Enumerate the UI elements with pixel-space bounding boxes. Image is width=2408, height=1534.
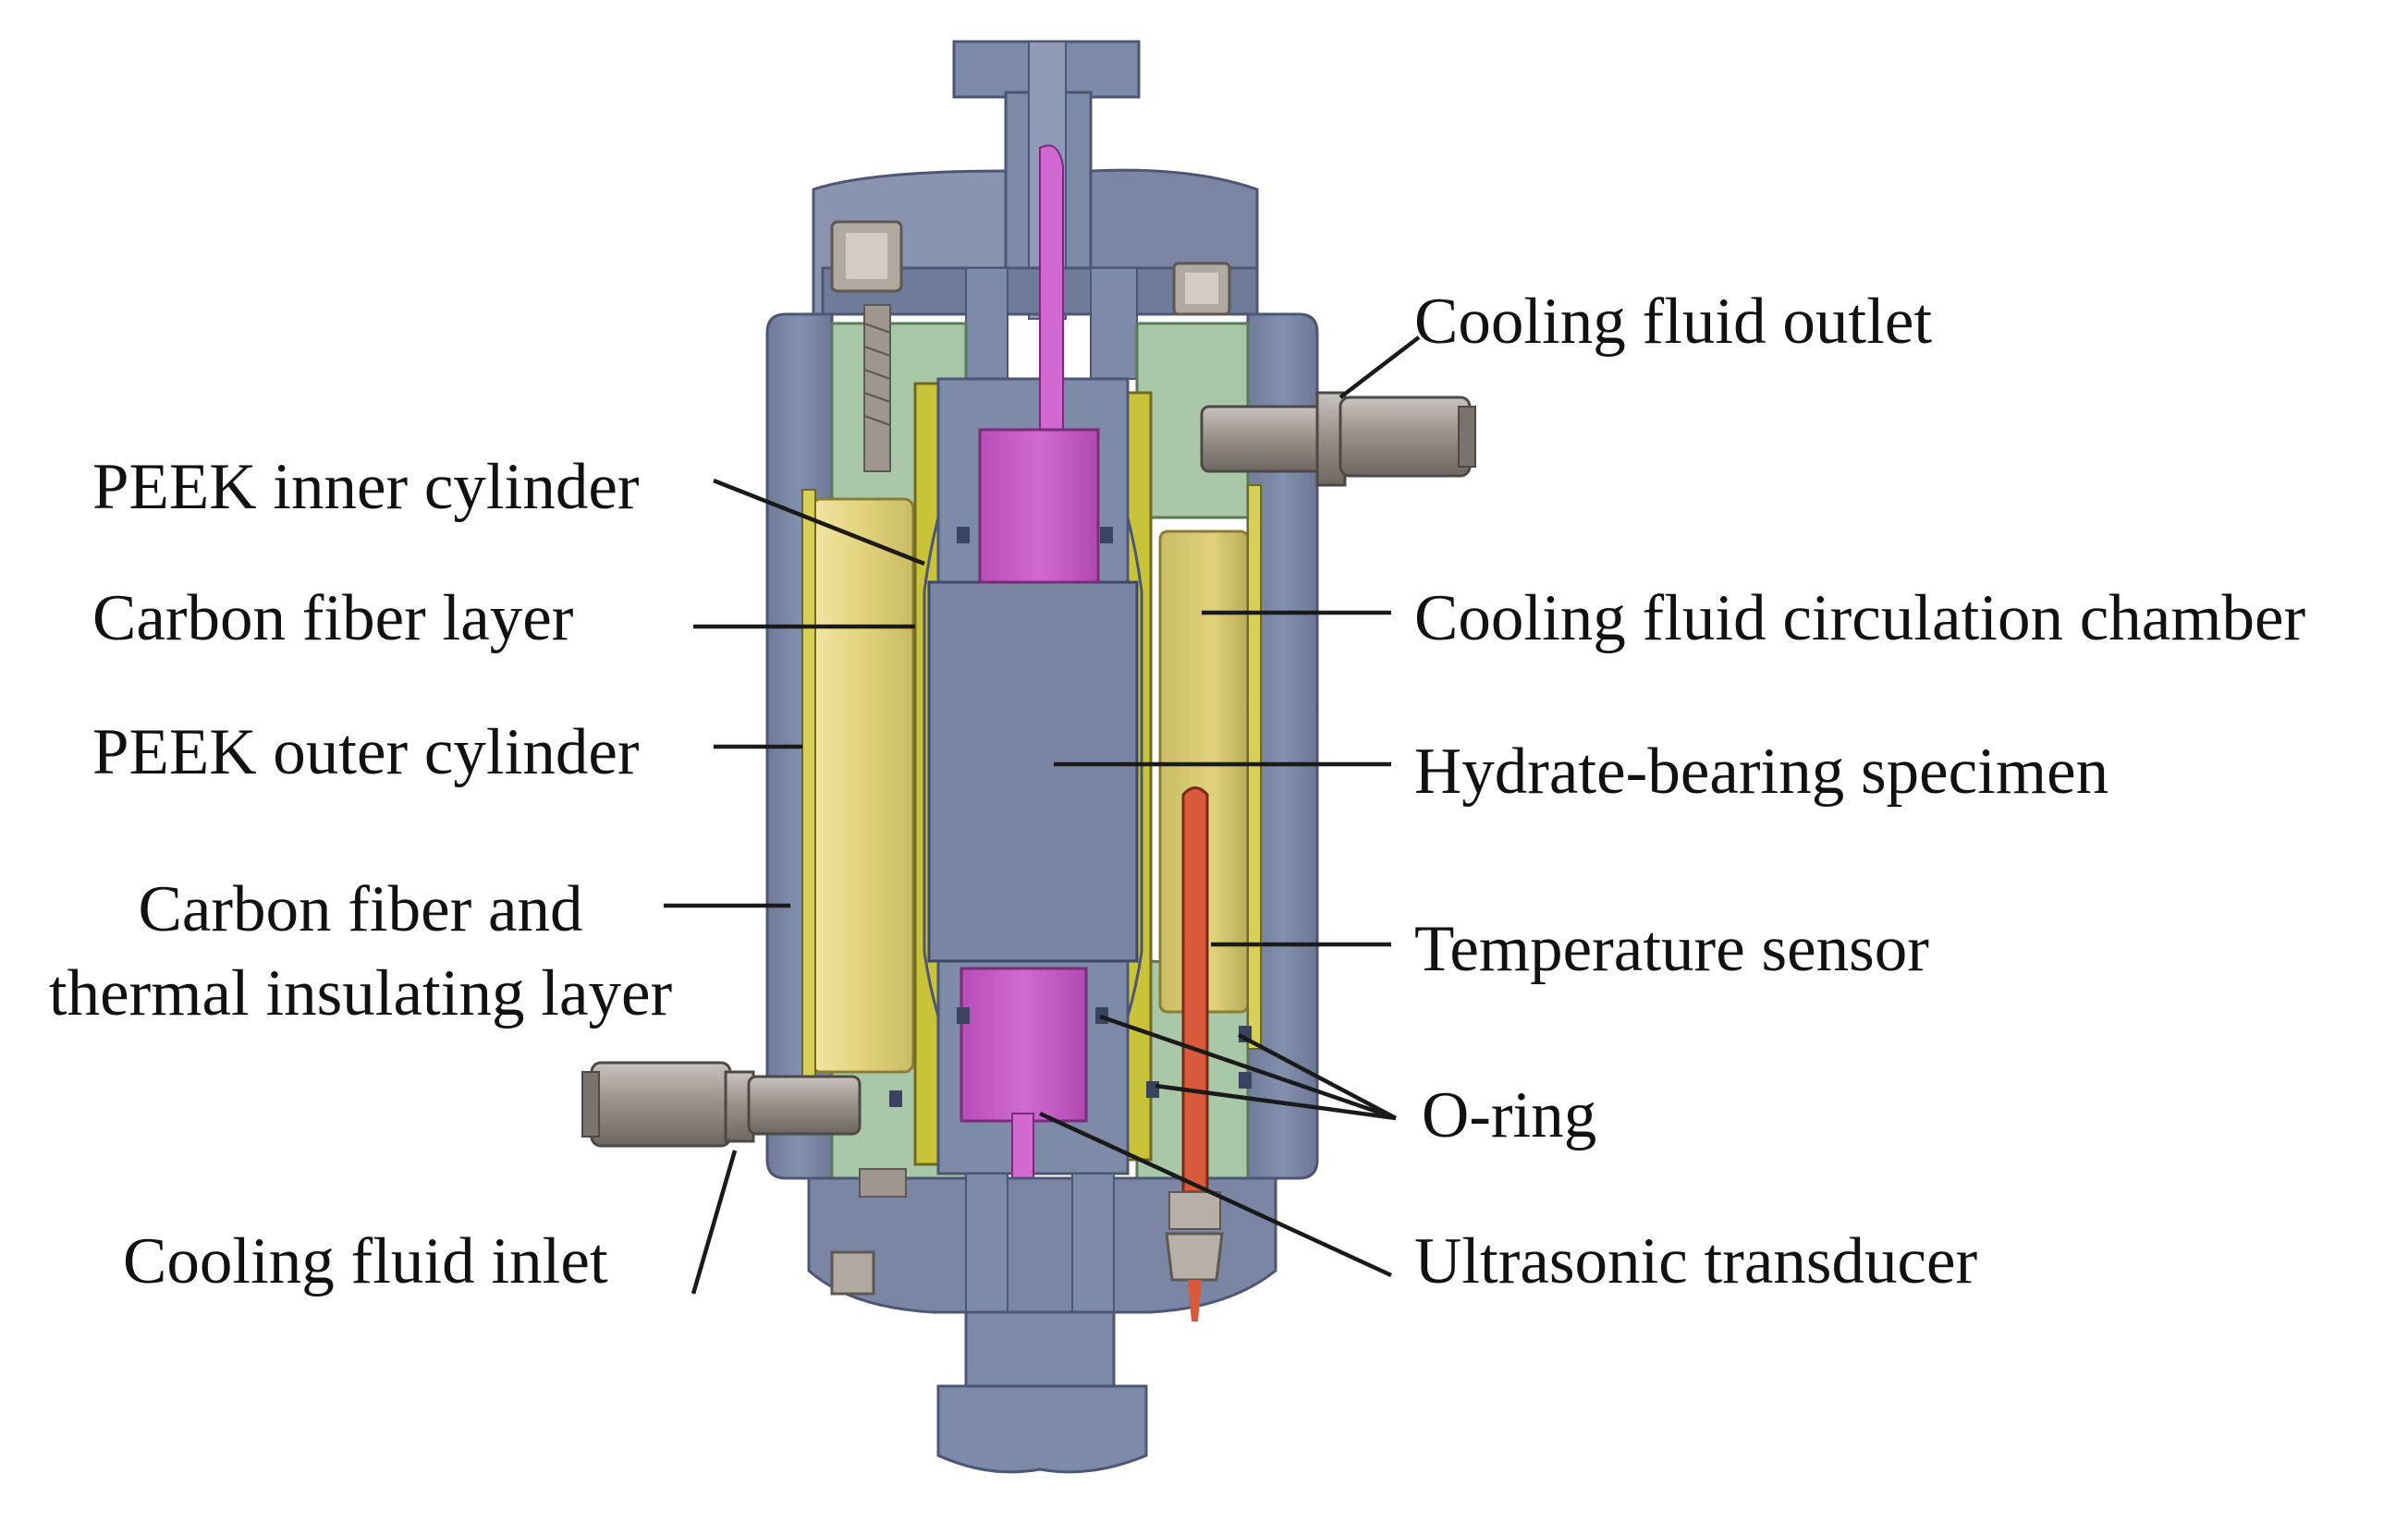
peek-outer-cylinder: [801, 484, 1262, 1082]
label-hydrate-bearing-specimen: Hydrate-bearing specimen: [1414, 736, 2109, 808]
label-cooling-fluid-circulation-chamber: Cooling fluid circulation chamber: [1414, 582, 2306, 654]
leader-lines: [664, 335, 1421, 1295]
bolt-head-bottom-nut: [859, 1168, 907, 1198]
hydrate-specimen: [927, 580, 1139, 963]
bottom-flange: [807, 1173, 1277, 1322]
leader-ultrasonic-transducer: [1039, 1111, 1392, 1278]
label-temperature-sensor: Temperature sensor: [1414, 913, 1929, 985]
leader-cooling-inlet: [691, 1150, 738, 1295]
piston-bottom: [960, 967, 1088, 1333]
label-cooling-fluid-outlet: Cooling fluid outlet: [1414, 286, 1933, 358]
label-ultrasonic-transducer: Ultrasonic transducer: [1414, 1225, 1978, 1297]
threaded-bolt: [863, 304, 891, 472]
leader-o-ring-3: [1099, 1014, 1397, 1121]
cooling-chamber-left: [810, 497, 915, 1074]
bolt-head-top-right: [1172, 262, 1231, 316]
leader-cooling-outlet: [1338, 335, 1421, 399]
leader-o-ring-1: [1237, 1033, 1398, 1120]
cooling-inlet-fitting: [581, 1061, 862, 1148]
label-carbon-fiber-insulating-line1: Carbon fiber and: [138, 873, 583, 945]
piston-top: [978, 144, 1100, 584]
leader-o-ring-2: [1155, 1083, 1397, 1121]
label-cooling-fluid-inlet: Cooling fluid inlet: [123, 1225, 608, 1297]
label-o-ring: O-ring: [1422, 1079, 1597, 1151]
label-peek-inner-cylinder: PEEK inner cylinder: [92, 451, 640, 523]
cooling-outlet-fitting: [1200, 391, 1476, 487]
label-peek-outer-cylinder: PEEK outer cylinder: [92, 716, 640, 788]
label-carbon-fiber-insulating-line2: thermal insulating layer: [48, 957, 673, 1029]
label-carbon-fiber-layer: Carbon fiber layer: [92, 582, 574, 654]
bolt-head-top-left: [830, 220, 903, 293]
bolt-head-bottom-left: [830, 1250, 875, 1296]
leader-peek-inner: [713, 478, 925, 566]
bottom-port-stem: [936, 1310, 1148, 1474]
